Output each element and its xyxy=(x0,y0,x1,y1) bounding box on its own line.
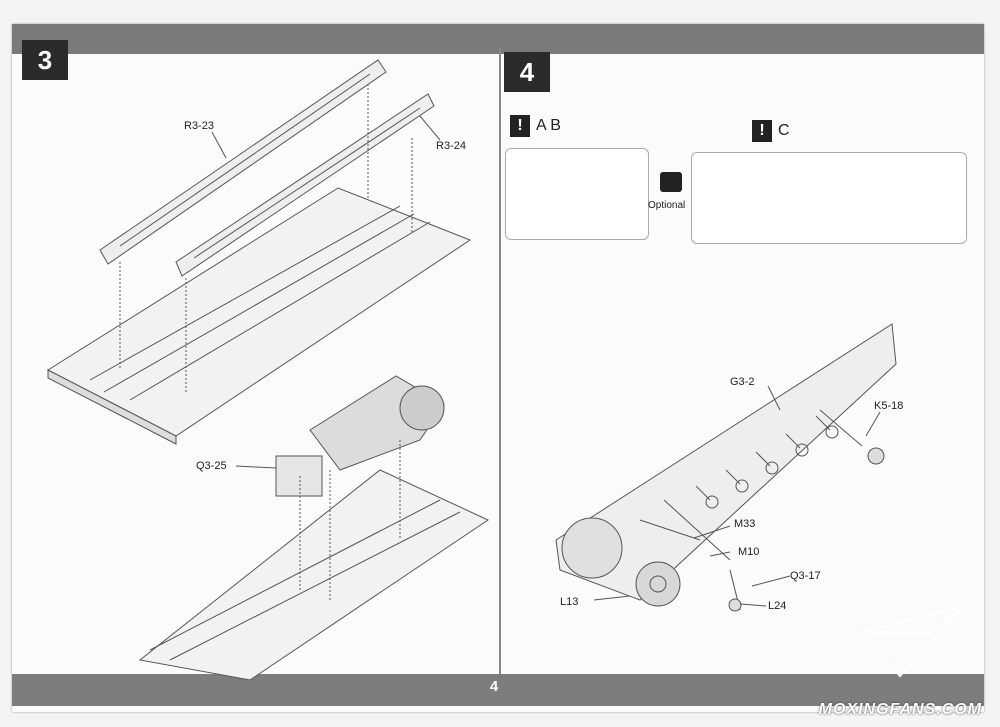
version-ab-note: ! A B xyxy=(510,115,561,137)
part-label-q3-25: Q3-25 xyxy=(196,460,227,472)
page-divider xyxy=(499,48,501,674)
hull-side-plate-g3-2 xyxy=(555,323,897,601)
version-ab-label: A B xyxy=(536,117,561,134)
part-label-l24: L24 xyxy=(768,600,787,612)
drive-sprocket-l13 xyxy=(561,517,623,579)
top-band xyxy=(12,24,984,54)
version-ab-thumbnail xyxy=(505,148,649,240)
watermark-text: MOXINGFANS.COM xyxy=(818,701,982,718)
version-c-note: ! C xyxy=(752,120,790,142)
part-label-g3-2: G3-2 xyxy=(730,376,755,388)
optional-label: Optional xyxy=(648,200,686,211)
step-3-number: 3 xyxy=(22,40,68,80)
part-label-q3-17: Q3-17 xyxy=(790,570,821,582)
part-label-l13: L13 xyxy=(560,596,579,608)
part-label-m33: M33 xyxy=(734,518,756,530)
part-label-r3-23: R3-23 xyxy=(184,120,214,132)
track-strip-r3-23 xyxy=(99,59,387,265)
part-label-m10: M10 xyxy=(738,546,760,558)
part-label-r3-24: R3-24 xyxy=(436,140,466,152)
page-number: 4 xyxy=(489,678,499,695)
optional-yin-yang-icon xyxy=(660,172,682,192)
bottom-band xyxy=(12,674,984,706)
paper-plane-logo xyxy=(860,604,967,678)
version-c-label: C xyxy=(778,122,790,139)
track-strip-r3-24 xyxy=(175,93,435,277)
version-c-thumbnail xyxy=(691,152,967,244)
warning-icon: ! xyxy=(510,115,530,137)
warning-icon: ! xyxy=(752,120,772,142)
part-label-k5-18: K5-18 xyxy=(874,400,904,412)
step-4-number: 4 xyxy=(504,52,550,92)
